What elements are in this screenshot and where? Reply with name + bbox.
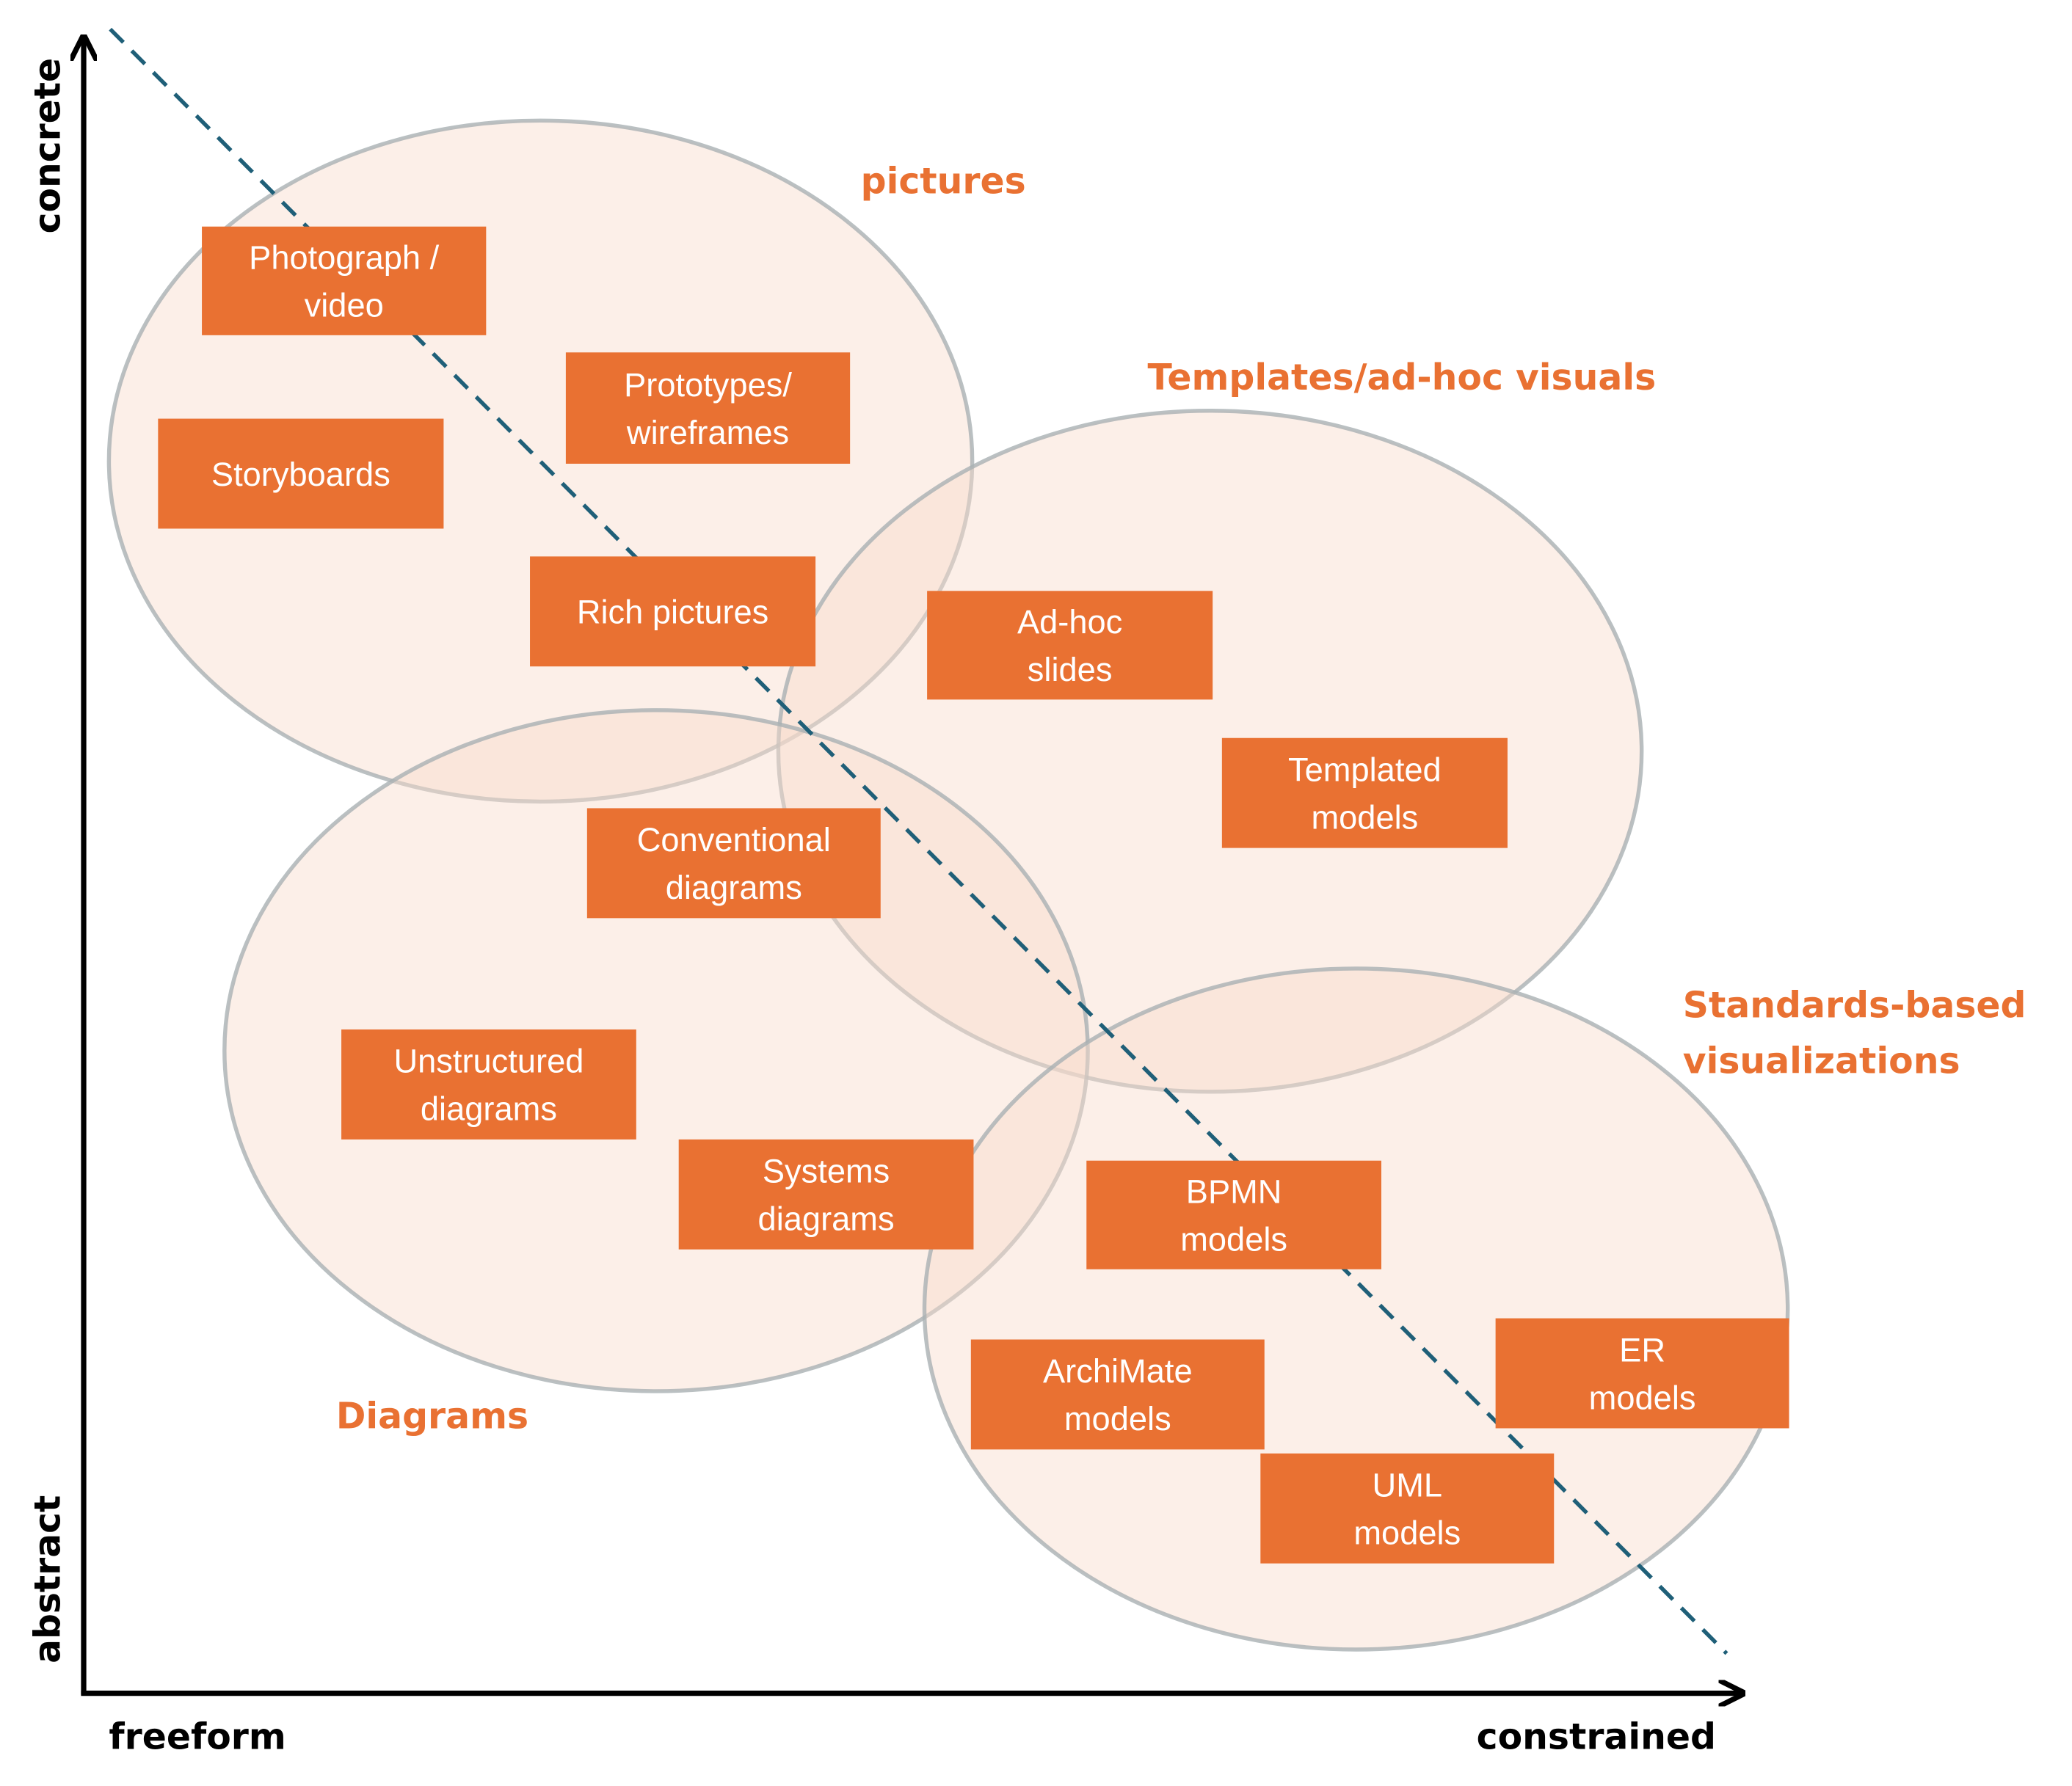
box-label: Ad-hoc [1017, 603, 1122, 641]
box-rect [1495, 1318, 1789, 1429]
group-label-line: Standards-based [1683, 985, 2026, 1027]
ellipse-layer [106, 118, 1790, 1652]
box-rect [927, 591, 1213, 700]
group-label-line: visualizations [1683, 1040, 1960, 1082]
box-prototypes-wireframes: Prototypes/wireframes [565, 352, 851, 464]
box-rect [202, 226, 487, 335]
box-label: Storyboards [211, 456, 390, 493]
box-rect [586, 808, 881, 919]
box-storyboards: Storyboards [158, 418, 444, 529]
group-label-line: Templates/ad-hoc visuals [1148, 357, 1657, 398]
box-label: diagrams [421, 1090, 557, 1128]
box-label: Rich pictures [577, 594, 768, 631]
box-label: Templated [1288, 751, 1442, 788]
box-label: models [1311, 798, 1418, 836]
box-label: ER [1619, 1331, 1665, 1368]
box-label: Conventional [637, 821, 831, 859]
box-label: models [1353, 1515, 1461, 1552]
box-label: ArchiMate [1043, 1352, 1193, 1390]
box-rect [678, 1139, 974, 1250]
group-label-line: pictures [861, 161, 1026, 203]
box-rect [158, 418, 444, 529]
box-label: diagrams [666, 869, 802, 906]
box-conventional-diagrams: Conventional diagrams [586, 808, 881, 919]
x-axis-right-label: constrained [1477, 1716, 1716, 1757]
box-bpmn-models: BPMN models [1086, 1160, 1381, 1269]
ellipse-templates [776, 409, 1644, 1094]
box-label: Prototypes/ [624, 366, 792, 404]
box-rect [530, 556, 816, 667]
box-label: BPMN [1186, 1173, 1282, 1211]
box-rect [1260, 1453, 1555, 1564]
group-label-standards: Standards-based visualizations [1683, 985, 2026, 1082]
box-label: models [1589, 1379, 1696, 1416]
box-rich-pictures: Rich pictures [530, 556, 816, 667]
box-ad-hoc-slides: Ad-hoc slides [927, 591, 1213, 700]
box-rect [1221, 737, 1508, 848]
group-label-line: Diagrams [336, 1396, 528, 1437]
box-label: diagrams [758, 1200, 895, 1238]
group-label-pictures: pictures [861, 161, 1026, 203]
box-layer: Photograph / videoPrototypes/wireframesSt… [158, 226, 1789, 1564]
box-label: wireframes [626, 414, 789, 451]
y-axis-top-label: concrete [26, 58, 68, 233]
box-archimate-models: ArchiMate models [970, 1339, 1265, 1450]
box-label: Unstructured [393, 1043, 584, 1080]
box-uml-models: UML models [1260, 1453, 1555, 1564]
box-label: slides [1028, 651, 1113, 688]
x-axis-left-label: freeform [109, 1716, 286, 1757]
box-label: video [305, 287, 384, 324]
box-er-models: ER models [1495, 1318, 1789, 1429]
box-rect [1086, 1160, 1381, 1269]
box-label: Systems [763, 1153, 890, 1190]
ellipse-standards [922, 966, 1790, 1652]
box-unstructured-diagrams: Unstructured diagrams [341, 1029, 636, 1140]
box-rect [341, 1029, 636, 1140]
box-rect [565, 352, 851, 464]
box-systems-diagrams: Systems diagrams [678, 1139, 974, 1250]
box-label: models [1064, 1400, 1171, 1437]
y-axis-bottom-label: abstract [26, 1495, 68, 1663]
box-label: models [1180, 1221, 1287, 1258]
box-label: UML [1373, 1467, 1443, 1504]
box-rect [970, 1339, 1265, 1450]
box-photograph-video: Photograph / video [202, 226, 487, 335]
box-label: Photograph / [249, 239, 439, 277]
group-label-templates: Templates/ad-hoc visuals [1148, 357, 1657, 398]
group-label-diagrams: Diagrams [336, 1396, 528, 1437]
box-templated-models: Templated models [1221, 737, 1508, 848]
